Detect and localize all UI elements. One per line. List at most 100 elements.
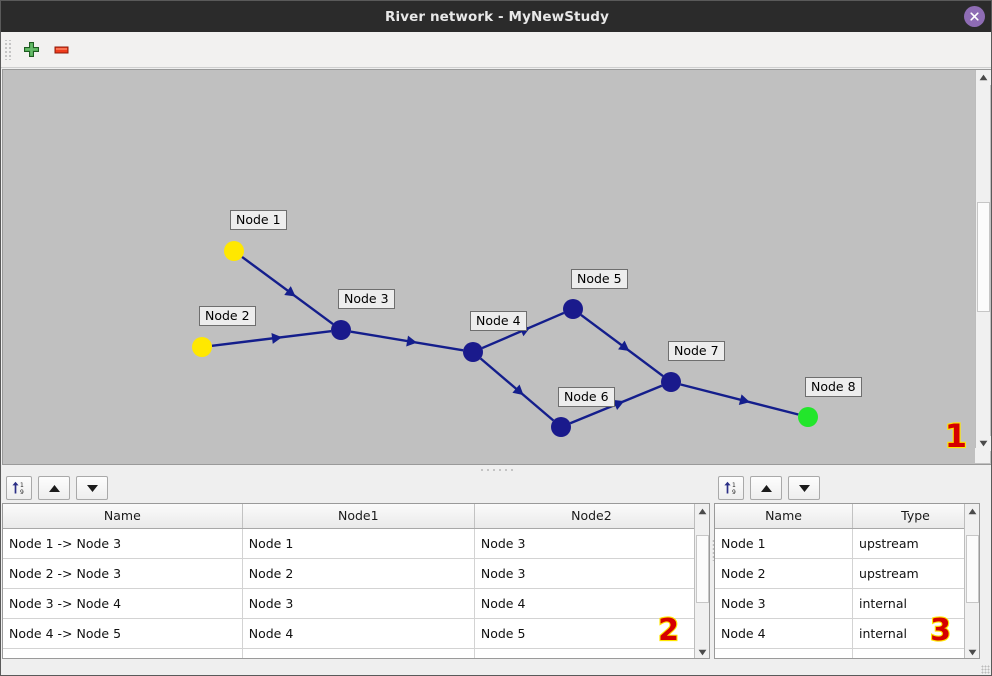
edge-arrow-icon: [284, 286, 296, 297]
vertical-splitter-grip[interactable]: [712, 539, 715, 561]
scroll-up-icon[interactable]: [695, 504, 709, 519]
table-cell[interactable]: Node 4 -> Node 5: [3, 618, 243, 649]
move-up-button[interactable]: [38, 476, 70, 500]
window-resize-grip[interactable]: [981, 665, 990, 674]
node-label-node-5[interactable]: Node 5: [571, 269, 628, 289]
table-cell[interactable]: Node 1: [715, 528, 854, 559]
move-down-button[interactable]: [76, 476, 108, 500]
table-cell[interactable]: [3, 648, 243, 658]
node-table-scroll-thumb[interactable]: [966, 535, 979, 603]
graph-edge[interactable]: [350, 330, 464, 352]
table-cell[interactable]: Node 1 -> Node 3: [3, 528, 243, 559]
graph-node-node-1[interactable]: [224, 241, 244, 261]
table-cell[interactable]: Node 3: [474, 528, 709, 559]
diagram-vertical-scrollbar[interactable]: [975, 70, 991, 451]
svg-text:9: 9: [20, 489, 24, 496]
column-header-type[interactable]: Type: [852, 504, 979, 529]
graph-edge[interactable]: [241, 255, 334, 326]
edge-arrow-icon: [406, 335, 417, 347]
table-cell[interactable]: Node 4: [715, 618, 854, 649]
scroll-down-icon[interactable]: [965, 645, 979, 658]
sort-button[interactable]: 1 9: [6, 476, 32, 500]
table-cell[interactable]: [242, 648, 475, 658]
table-cell[interactable]: internal: [852, 618, 979, 649]
diagram-vertical-thumb[interactable]: [977, 202, 990, 312]
table-cell[interactable]: internal: [852, 588, 979, 619]
node-label-node-1[interactable]: Node 1: [230, 210, 287, 230]
remove-button[interactable]: [46, 36, 76, 64]
graph-node-node-7[interactable]: [661, 372, 681, 392]
node-label-node-3[interactable]: Node 3: [338, 289, 395, 309]
scroll-down-icon[interactable]: [976, 436, 991, 451]
table-cell[interactable]: Node 3: [715, 588, 854, 619]
column-header-name[interactable]: Name: [715, 504, 854, 529]
scroll-up-icon[interactable]: [976, 70, 991, 85]
graph-node-node-6[interactable]: [551, 417, 571, 437]
table-cell[interactable]: Node 4: [242, 618, 475, 649]
graph-node-node-2[interactable]: [192, 337, 212, 357]
table-cell[interactable]: [852, 648, 979, 658]
edge-arrow-icon: [271, 332, 283, 344]
move-down-button[interactable]: [788, 476, 820, 500]
table-cell[interactable]: upstream: [852, 558, 979, 589]
node-label-node-6[interactable]: Node 6: [558, 387, 615, 407]
network-graph[interactable]: [3, 70, 977, 450]
graph-node-node-3[interactable]: [331, 320, 351, 340]
node-label-node-2[interactable]: Node 2: [199, 306, 256, 326]
graph-node-node-8[interactable]: [798, 407, 818, 427]
graph-edge[interactable]: [680, 383, 799, 416]
table-cell[interactable]: Node 3: [474, 558, 709, 589]
scrollbar-corner: [975, 448, 990, 463]
column-header-node1[interactable]: Node1: [242, 504, 475, 529]
table-cell[interactable]: Node 4: [474, 588, 709, 619]
edge-arrow-icon: [618, 340, 630, 351]
table-cell[interactable]: Node 2: [242, 558, 475, 589]
graph-node-node-5[interactable]: [563, 299, 583, 319]
table-cell[interactable]: Node 3: [242, 588, 475, 619]
graph-node-node-4[interactable]: [463, 342, 483, 362]
node-label-node-4[interactable]: Node 4: [470, 311, 527, 331]
scroll-down-icon[interactable]: [695, 645, 709, 658]
column-header-node2[interactable]: Node2: [474, 504, 709, 529]
table-cell[interactable]: Node 5: [474, 618, 709, 649]
column-header-name[interactable]: Name: [3, 504, 243, 529]
move-up-button[interactable]: [750, 476, 782, 500]
close-icon[interactable]: [964, 6, 985, 27]
table-cell[interactable]: Node 1: [242, 528, 475, 559]
table-cell[interactable]: Node 2: [715, 558, 854, 589]
table-cell[interactable]: upstream: [852, 528, 979, 559]
reach-table-row[interactable]: [3, 648, 709, 658]
node-table-scrollbar[interactable]: [964, 504, 979, 658]
node-label-node-7[interactable]: Node 7: [668, 341, 725, 361]
reach-table-scrollbar[interactable]: [694, 504, 709, 658]
annotation-1: 1: [944, 417, 968, 455]
node-table-row[interactable]: [715, 648, 979, 658]
table-cell[interactable]: Node 2 -> Node 3: [3, 558, 243, 589]
horizontal-splitter[interactable]: [2, 466, 991, 474]
scroll-up-icon[interactable]: [965, 504, 979, 519]
graph-edge[interactable]: [211, 330, 332, 347]
table-cell[interactable]: [474, 648, 709, 658]
reach-table-scroll-thumb[interactable]: [696, 535, 709, 603]
toolbar-drag-handle[interactable]: [4, 39, 12, 60]
add-button[interactable]: [16, 36, 46, 64]
table-cell[interactable]: [715, 648, 854, 658]
sort-button[interactable]: 1 9: [718, 476, 744, 500]
reach-table-toolbar: 1 9: [2, 475, 108, 501]
table-cell[interactable]: Node 3 -> Node 4: [3, 588, 243, 619]
network-diagram-panel[interactable]: Node 1 Node 2 Node 3 Node 4 Node 5 Node 6 Node…: [2, 69, 991, 465]
node-label-node-8[interactable]: Node 8: [805, 377, 862, 397]
